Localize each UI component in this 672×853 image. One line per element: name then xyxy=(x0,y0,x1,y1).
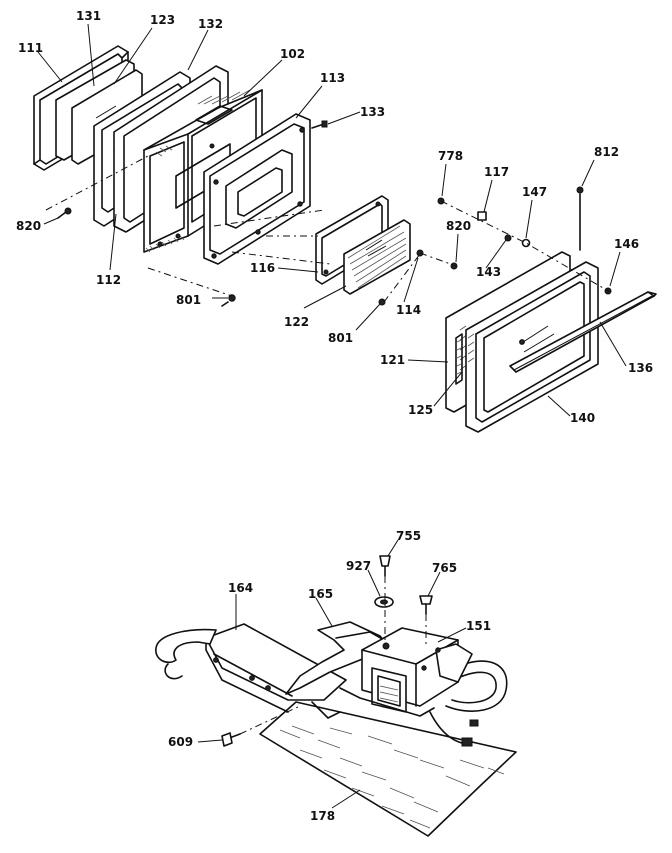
label-927: 927 xyxy=(346,559,371,573)
part-609-screw xyxy=(221,732,241,747)
label-820-right: 820 xyxy=(446,219,471,233)
label-165: 165 xyxy=(308,587,333,601)
part-125-gasket xyxy=(455,333,463,385)
label-121: 121 xyxy=(380,353,405,367)
part-140-door-frame xyxy=(465,261,599,433)
label-609: 609 xyxy=(168,735,193,749)
label-164: 164 xyxy=(228,581,253,595)
alignment-lines-lower xyxy=(239,576,427,735)
part-151-motor-assembly xyxy=(339,627,473,717)
label-131: 131 xyxy=(76,9,101,23)
wire-loop xyxy=(429,660,508,747)
part-133-screw xyxy=(311,120,328,129)
part-927-washer xyxy=(374,596,394,608)
part-801-screw-right xyxy=(378,298,386,306)
label-143: 143 xyxy=(476,265,501,279)
label-140: 140 xyxy=(570,411,595,425)
label-113: 113 xyxy=(320,71,345,85)
label-123: 123 xyxy=(150,13,175,27)
part-812-screw xyxy=(576,186,584,251)
part-801-screw-lower xyxy=(221,294,236,307)
label-136: 136 xyxy=(628,361,653,375)
label-112: 112 xyxy=(96,273,121,287)
label-178: 178 xyxy=(310,809,335,823)
label-778: 778 xyxy=(438,149,463,163)
part-178-plate xyxy=(259,701,517,837)
part-820-screw-right xyxy=(450,262,458,270)
part-755-screw xyxy=(379,555,391,577)
label-820-left: 820 xyxy=(16,219,41,233)
part-143-screw xyxy=(504,234,512,242)
part-122-glass xyxy=(343,219,411,295)
label-765: 765 xyxy=(432,561,457,575)
alignment-lines-upper xyxy=(45,155,611,303)
part-117-spacer xyxy=(477,211,487,221)
part-765-screw xyxy=(419,595,433,615)
label-125: 125 xyxy=(408,403,433,417)
label-117: 117 xyxy=(484,165,509,179)
part-113-inner-panel xyxy=(203,113,311,265)
label-114: 114 xyxy=(396,303,421,317)
part-165-link-arm xyxy=(285,621,391,719)
label-151: 151 xyxy=(466,619,491,633)
label-801-right: 801 xyxy=(328,331,353,345)
leader-lines xyxy=(37,23,627,809)
label-812: 812 xyxy=(594,145,619,159)
part-147-washer xyxy=(521,238,531,248)
label-146: 146 xyxy=(614,237,639,251)
label-122: 122 xyxy=(284,315,309,329)
label-132: 132 xyxy=(198,17,223,31)
label-102: 102 xyxy=(280,47,305,61)
part-820-screw-left xyxy=(57,207,72,219)
part-136-handle xyxy=(509,291,657,373)
label-801-lower: 801 xyxy=(176,293,201,307)
part-labels: 111 131 123 132 102 113 133 820 112 116 … xyxy=(16,9,653,823)
label-147: 147 xyxy=(522,185,547,199)
label-133: 133 xyxy=(360,105,385,119)
label-116: 116 xyxy=(250,261,275,275)
label-111: 111 xyxy=(18,41,43,55)
label-755: 755 xyxy=(396,529,421,543)
